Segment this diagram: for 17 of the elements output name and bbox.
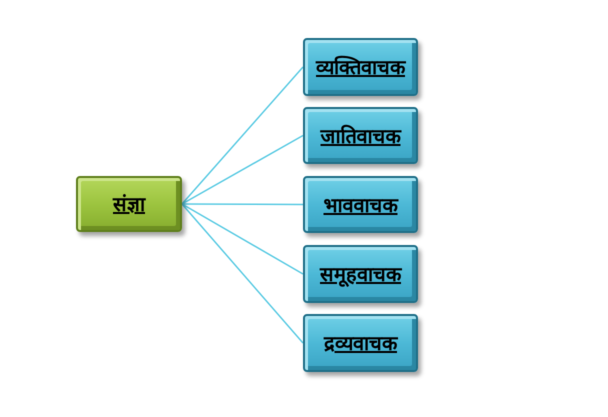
node-label: भाववाचक [324, 192, 398, 218]
category-box [303, 38, 418, 96]
node-label: द्रव्यवाचक [324, 330, 397, 356]
node-label: संज्ञा [113, 191, 145, 217]
node-label: व्यक्तिवाचक [316, 54, 405, 80]
category-box [303, 314, 418, 372]
category-box [303, 107, 418, 164]
connector-line [181, 66, 304, 204]
connector-line [181, 204, 304, 344]
connector-line [182, 203, 303, 206]
connector-line [182, 134, 304, 205]
node-label: समूहवाचक [320, 261, 401, 287]
connector-line [182, 203, 304, 275]
node-label: जातिवाचक [320, 122, 400, 148]
root-box [76, 176, 182, 232]
category-box [303, 176, 418, 233]
category-box [303, 245, 418, 303]
